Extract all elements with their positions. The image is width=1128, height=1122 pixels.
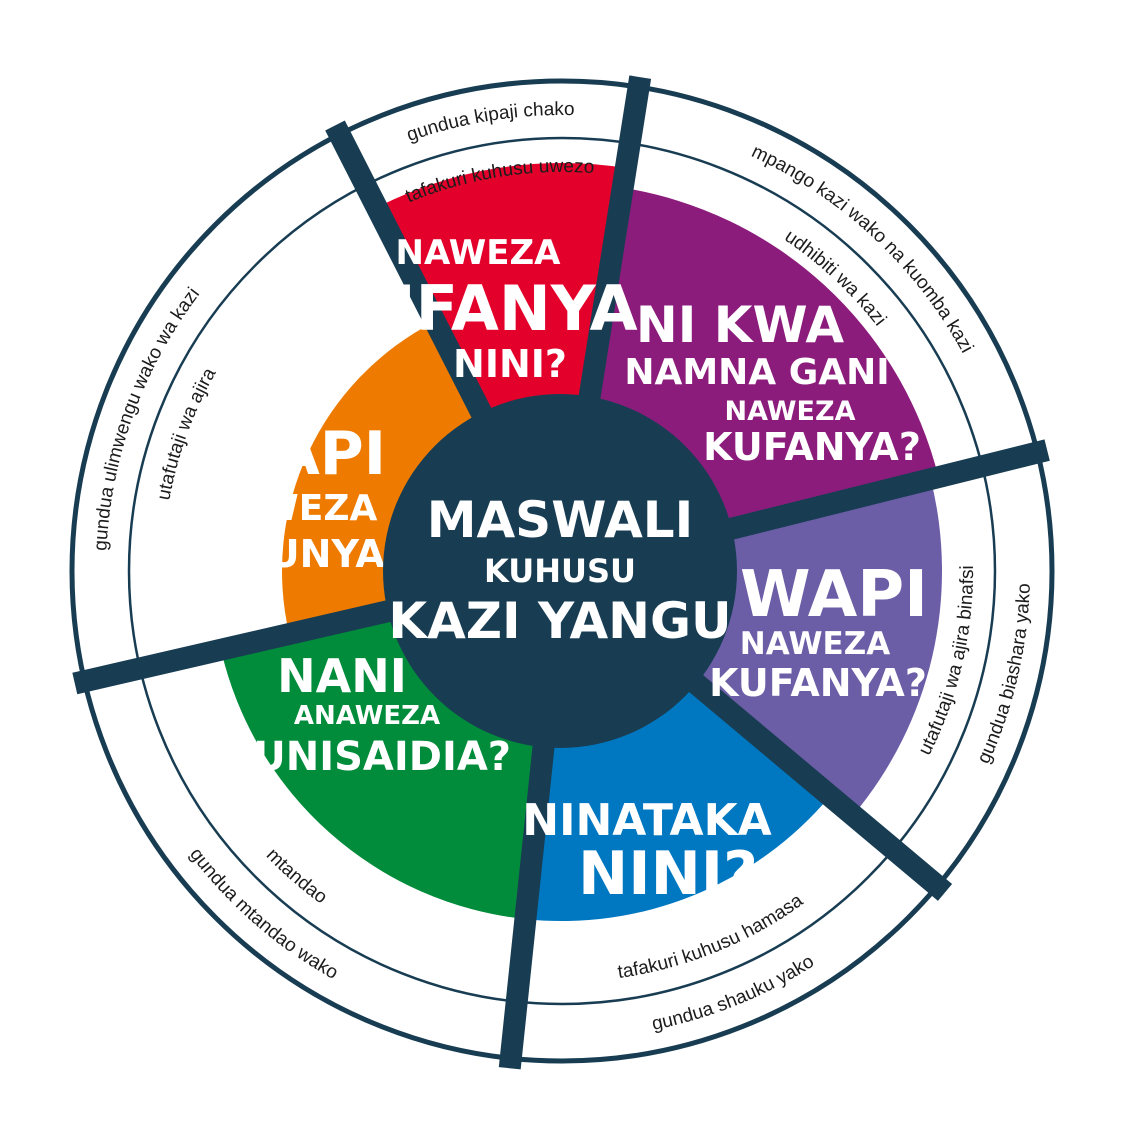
segment-green-question: NANI ANAWEZA KUNISAIDIA? (223, 649, 511, 780)
blue-line-2: NINI? (578, 839, 758, 909)
violet-line-1: WAPI (740, 558, 928, 632)
purple-line-3: NAWEZA (725, 396, 856, 427)
blue-line-1: NINATAKA (522, 795, 771, 846)
segment-violet-question: WAPI NAWEZA KUFANYA? (709, 558, 928, 705)
violet-line-3: KUFANYA? (709, 661, 927, 705)
center-hub (383, 394, 737, 748)
green-line-1: NANI (277, 649, 407, 703)
red-line-3: NINI? (453, 342, 567, 386)
segment-purple-question: NI KWA NAMNA GANI NAWEZA KUFANYA? (624, 296, 921, 469)
center-line-3: KAZI YANGU (388, 592, 731, 650)
purple-line-2: NAMNA GANI (624, 352, 889, 393)
orange-line-3: KUFUNYA (183, 532, 385, 576)
green-line-2: ANAWEZA (294, 701, 440, 731)
center-line-1: MASWALI (427, 491, 694, 549)
orange-line-2: NAWEZA (203, 488, 378, 529)
segment-blue-question: NINATAKA NINI? (522, 795, 771, 909)
segment-orange-question: WAPI NAWEZA KUFUNYA (183, 419, 386, 576)
violet-line-2: NAWEZA (740, 626, 890, 662)
red-line-2: KUFANYA (318, 272, 637, 345)
purple-line-1: NI KWA (636, 296, 845, 354)
segment-red-question: NAWEZA KUFANYA NINI? (318, 233, 637, 386)
purple-line-4: KUFANYA? (703, 425, 921, 469)
green-line-3: KUNISAIDIA? (223, 734, 511, 780)
orange-line-1: WAPI (210, 419, 386, 489)
red-line-1: NAWEZA (396, 233, 562, 273)
center-line-2: KUHUSU (484, 552, 636, 590)
